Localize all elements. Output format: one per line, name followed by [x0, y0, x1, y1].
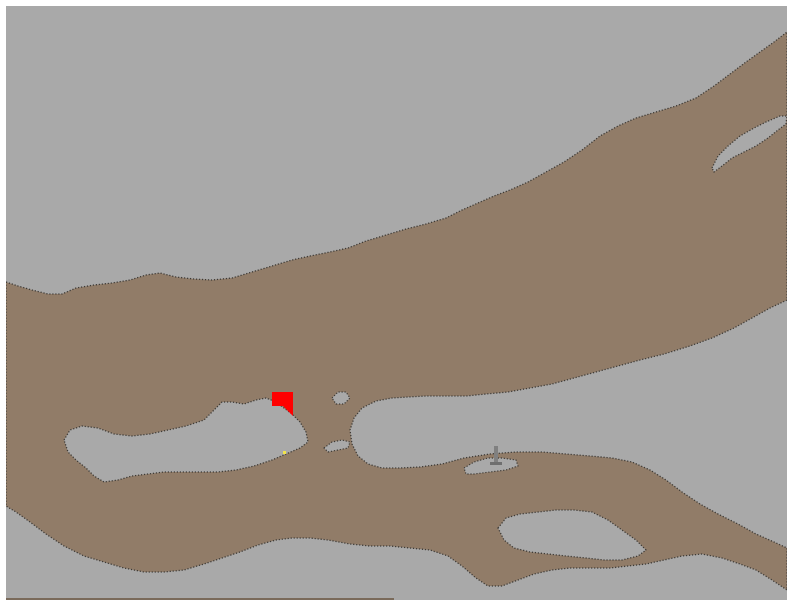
point-marker[interactable]	[283, 451, 286, 454]
island-pier	[463, 457, 519, 475]
position-marker[interactable]	[272, 392, 293, 416]
pier	[494, 446, 498, 464]
island-upper-right	[711, 115, 787, 173]
map-viewport[interactable]	[6, 6, 787, 600]
map-canvas[interactable]	[6, 6, 787, 600]
islet-small-top	[331, 391, 351, 405]
island-large-left	[63, 397, 309, 483]
pier-base	[490, 462, 502, 465]
islet-sliver	[323, 439, 351, 453]
bottom-edge	[6, 598, 394, 600]
island-lower	[497, 509, 647, 561]
